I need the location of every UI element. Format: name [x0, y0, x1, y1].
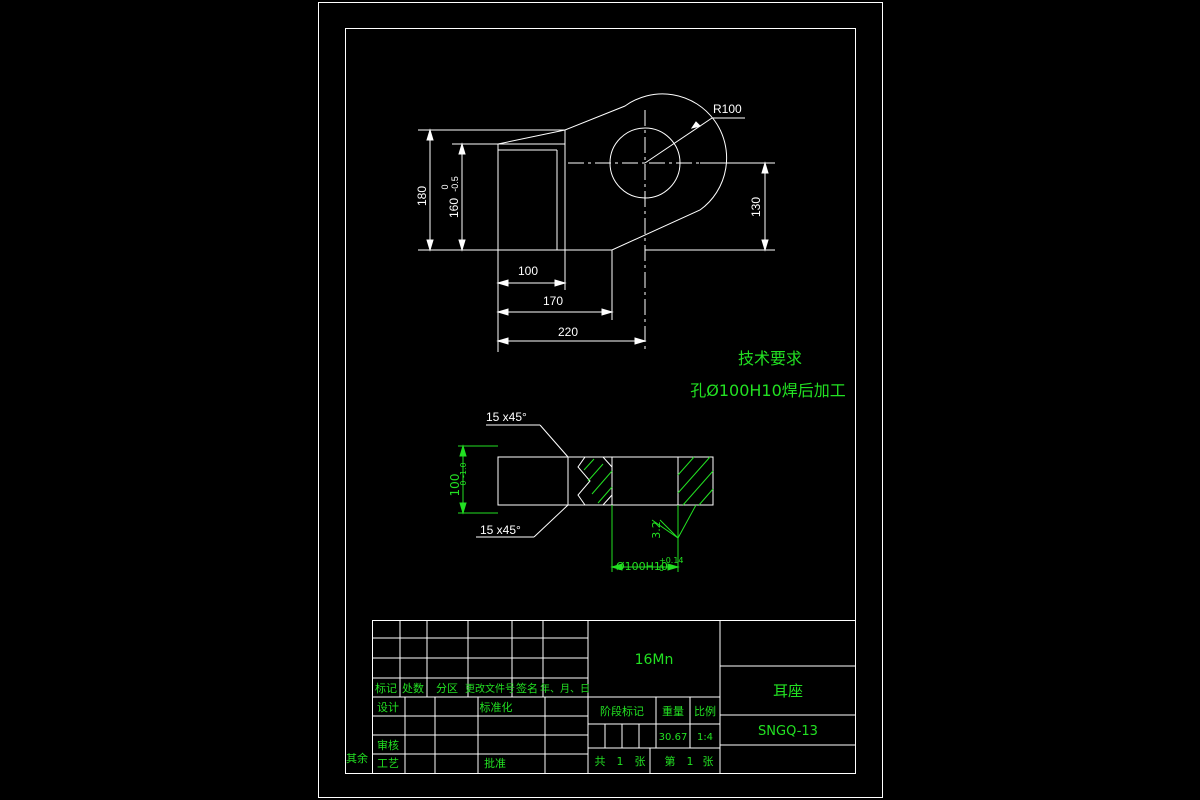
total-label: 共	[595, 755, 606, 768]
hdr-sign: 签名	[516, 681, 538, 695]
tech-req-title: 技术要求	[738, 349, 802, 368]
dim-170-label: 170	[543, 294, 563, 308]
approve-label: 批准	[484, 756, 506, 770]
hdr-qty: 处数	[402, 682, 424, 695]
hdr-date: 年、月、日	[540, 682, 590, 695]
dim-100-section-label: 100	[448, 474, 462, 497]
sheet-label: 第	[665, 754, 676, 768]
section-view	[476, 424, 714, 538]
tech-req-line1: 孔Ø100H10焊后加工	[690, 381, 846, 400]
total-value: 1	[617, 755, 624, 768]
bore-tol-upper: +0.14	[659, 556, 684, 565]
dim-180-label: 180	[415, 186, 429, 206]
chamfer-bottom-label: 15 x45°	[480, 523, 521, 537]
plate	[497, 143, 566, 251]
weight-label: 重量	[662, 704, 684, 718]
hdr-zone: 分区	[436, 682, 458, 695]
drawing-no-label: SNGQ-13	[758, 724, 818, 739]
dim-100-label: 100	[518, 264, 538, 278]
hdr-change-doc: 更改文件号	[465, 682, 515, 695]
standardize-label: 标准化	[480, 700, 513, 714]
dim-160-tol-upper: 0	[440, 184, 450, 189]
sheet-unit: 张	[703, 755, 714, 768]
section-view-green	[458, 444, 714, 572]
dim-130-label: 130	[749, 197, 763, 217]
process-label: 工艺	[377, 757, 399, 770]
review-label: 审核	[377, 738, 399, 752]
part-name-label: 耳座	[773, 682, 803, 700]
dim-220-label: 220	[558, 325, 578, 339]
scale-label: 比例	[694, 704, 716, 718]
material-label: 16Mn	[635, 652, 674, 668]
weight-value: 30.67	[659, 732, 688, 743]
bore-label: Ø100H10	[616, 560, 668, 573]
outer-border	[318, 2, 883, 798]
hatch-right	[677, 456, 714, 506]
stage-mark-label: 阶段标记	[600, 704, 644, 718]
roughness-label: 3.2	[650, 521, 663, 539]
chamfer-top-label: 15 x45°	[486, 410, 527, 424]
hatch-left	[583, 458, 613, 504]
inner-border	[345, 28, 856, 774]
side-label: 其余	[346, 751, 368, 765]
radius-label: R100	[713, 102, 742, 116]
top-view	[418, 93, 775, 352]
bore-tol-lower: 0	[659, 564, 664, 573]
scale-value: 1:4	[697, 732, 713, 743]
lug-outline	[432, 93, 728, 251]
dim-160-label: 160	[447, 198, 461, 218]
dim-100-section-tol: 0 -1.0	[459, 462, 468, 485]
hdr-mark: 标记	[375, 681, 397, 695]
total-unit: 张	[635, 755, 646, 768]
dim-160-tol-lower: -0.5	[450, 176, 460, 192]
title-block	[372, 620, 856, 774]
design-label: 设计	[377, 701, 399, 714]
sheet-value: 1	[687, 755, 694, 768]
